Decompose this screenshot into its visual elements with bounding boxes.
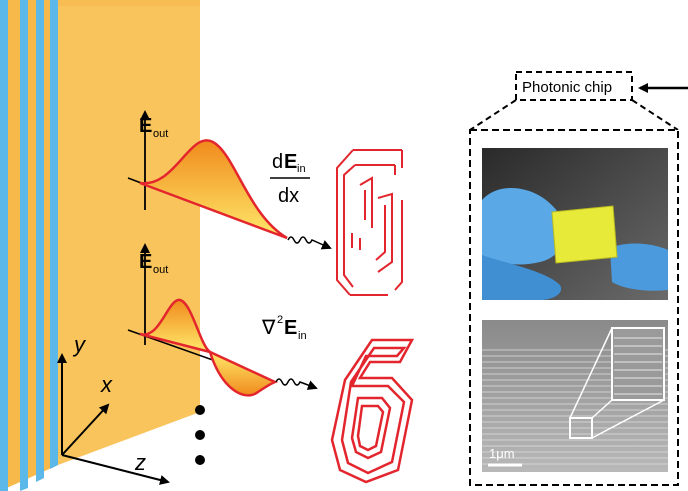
svg-text:E: E bbox=[284, 317, 297, 339]
slab-front-face bbox=[58, 0, 200, 465]
svg-text:E: E bbox=[284, 151, 297, 173]
scale-bar-label: 1μm bbox=[489, 446, 515, 461]
sem-image: 1μm bbox=[482, 320, 668, 472]
wave-arrow-2 bbox=[275, 378, 318, 390]
svg-text:dx: dx bbox=[278, 185, 299, 207]
axis-x-label: x bbox=[100, 372, 113, 397]
chip-photo bbox=[482, 148, 668, 300]
output-digit-5: 5 bbox=[336, 149, 403, 296]
e-out-sub-1: out bbox=[153, 128, 168, 140]
chip-sample bbox=[551, 205, 618, 264]
chip-label-box bbox=[515, 71, 633, 101]
slab-stripes bbox=[0, 0, 58, 491]
svg-text:in: in bbox=[297, 163, 306, 175]
svg-text:2: 2 bbox=[277, 314, 283, 326]
axis-z-label: z bbox=[134, 450, 146, 475]
coordinate-axes: y x z bbox=[57, 332, 170, 485]
pulse-1 bbox=[139, 139, 288, 240]
e-out-label-1: E bbox=[139, 115, 152, 137]
svg-text:d: d bbox=[272, 151, 283, 173]
e-out-label-2: E bbox=[139, 251, 152, 273]
derivative-operator-label: d E in dx bbox=[270, 151, 310, 207]
chip-label: Photonic chip bbox=[522, 79, 612, 96]
svg-text:∇: ∇ bbox=[261, 317, 276, 339]
pulse-2-negative bbox=[207, 349, 279, 397]
laplacian-operator-label: ∇ 2 E in bbox=[261, 314, 307, 342]
output-field-1: E out bbox=[127, 110, 332, 250]
wave-arrow-1 bbox=[287, 236, 332, 250]
metamaterial-slab bbox=[0, 0, 200, 491]
e-out-sub-2: out bbox=[153, 264, 168, 276]
ellipsis-dots bbox=[195, 405, 205, 465]
output-digit-6: 6 bbox=[330, 338, 415, 484]
axis-y-label: y bbox=[72, 332, 87, 357]
pulse-2-positive bbox=[139, 298, 211, 354]
slab-side-face bbox=[0, 0, 58, 491]
output-field-2: E out bbox=[127, 243, 318, 397]
photonic-chip-panel: Photonic chip bbox=[469, 71, 688, 486]
svg-text:in: in bbox=[298, 330, 307, 342]
